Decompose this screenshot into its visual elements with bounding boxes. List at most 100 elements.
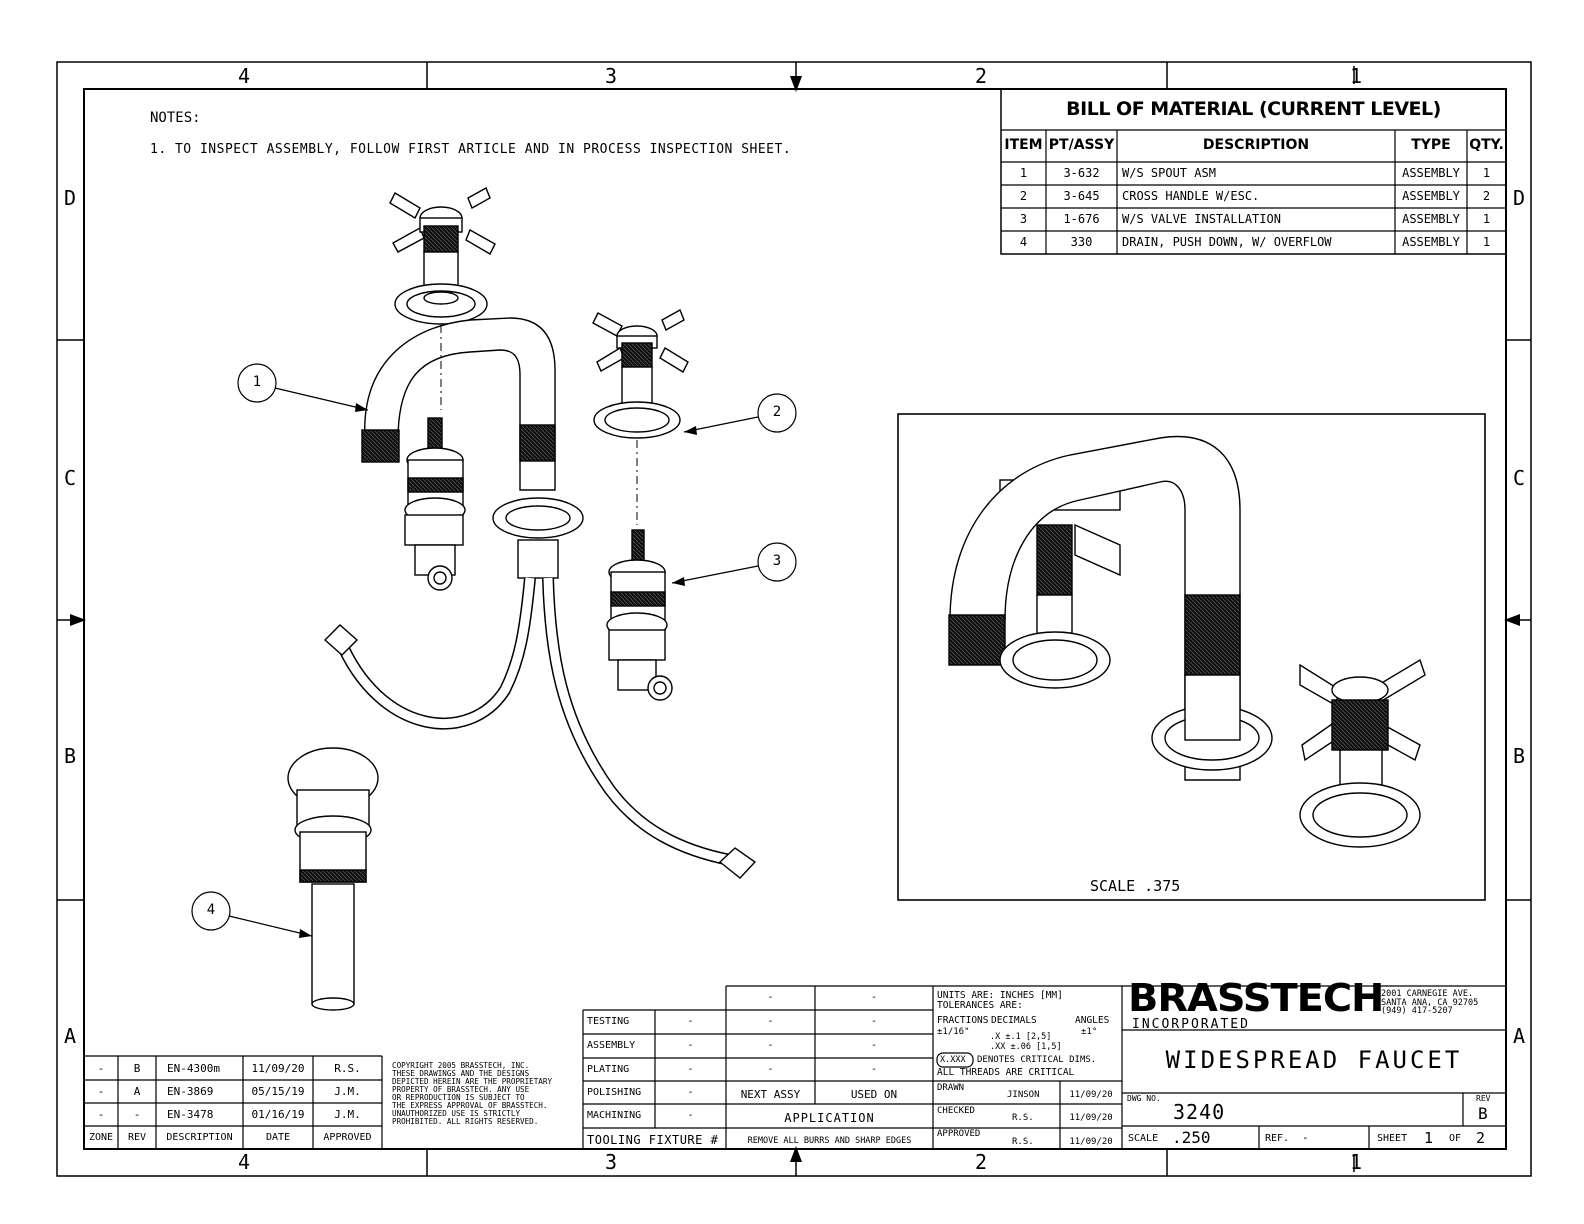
zone-col-label: 2: [975, 1150, 988, 1174]
process-value: -: [687, 1064, 694, 1075]
approved-name: R.S.: [1012, 1137, 1034, 1147]
application-cell: -: [767, 992, 774, 1003]
rev-cell-date: 11/09/20: [251, 1062, 305, 1075]
rev-cell-approved: R.S.: [334, 1062, 361, 1075]
tolerances-label: TOLERANCES ARE:: [937, 1000, 1023, 1011]
bom-cell-type: ASSEMBLY: [1402, 235, 1460, 249]
zone-col-label: 4: [238, 64, 251, 88]
zone-row-label: D: [64, 186, 77, 210]
rev-cell-rev: B: [133, 1062, 141, 1075]
ref-label: REF.: [1265, 1133, 1290, 1144]
process-value: -: [687, 1110, 694, 1121]
bom-cell-part: 1-676: [1063, 212, 1100, 226]
spout: [323, 317, 757, 879]
bom-cell-qty: 2: [1482, 189, 1491, 203]
company-address: 2001 CARNEGIE AVE. SANTA ANA, CA 92705 (…: [1381, 990, 1478, 1016]
copyright-line: THESE DRAWINGS AND THE DESIGNS: [392, 1069, 530, 1078]
bom-header-qty: QTY.: [1469, 137, 1504, 153]
application-cell: -: [767, 1064, 774, 1075]
rev-cell-description: EN-4300m: [167, 1062, 220, 1075]
copyright-line: THE EXPRESS APPROVAL OF BRASSTECH.: [392, 1101, 548, 1110]
balloon-1: 1: [252, 374, 262, 390]
copyright-line: OR REPRODUCTION IS SUBJECT TO: [392, 1093, 525, 1102]
bom-cell-qty: 1: [1482, 235, 1491, 249]
dwg-no-label: DWG NO.: [1127, 1094, 1161, 1103]
zone-row-label: C: [1513, 466, 1526, 490]
valve-right: [606, 529, 673, 701]
bom-cell-part: 330: [1070, 235, 1093, 249]
application-cell: -: [767, 1040, 774, 1051]
bom-cell-qty: 1: [1482, 166, 1491, 180]
tooling-fixture-label: TOOLING FIXTURE #: [587, 1133, 719, 1147]
application-cell: -: [870, 1016, 878, 1027]
checked-name: R.S.: [1012, 1113, 1034, 1123]
bom-header-description: DESCRIPTION: [1202, 137, 1310, 153]
cross-handle-right: [592, 309, 689, 439]
bom-cell-item: 1: [1019, 166, 1028, 180]
process-label: PLATING: [587, 1064, 630, 1075]
bom-header-type: TYPE: [1411, 137, 1451, 153]
company-logo: BRASSTECH: [1128, 976, 1384, 1020]
zone-col-label: 3: [605, 1150, 618, 1174]
rev-header-zone: ZONE: [88, 1132, 114, 1143]
decimals-label: DECIMALS: [991, 1015, 1037, 1026]
rev-header-rev: REV: [127, 1132, 147, 1143]
drawn-name: JINSON: [1007, 1090, 1040, 1100]
copyright-line: PROHIBITED. ALL RIGHTS RESERVED.: [392, 1117, 539, 1126]
angles-label: ANGLES: [1075, 1015, 1110, 1026]
process-value: -: [687, 1016, 694, 1027]
zone-col-label: 1: [1350, 64, 1363, 88]
process-label: MACHINING: [587, 1110, 642, 1121]
critical-dim-box: X.XXX: [940, 1055, 966, 1065]
application-label: APPLICATION: [784, 1111, 875, 1125]
rev-cell-date: 05/15/19: [251, 1085, 305, 1098]
zone-row-label: B: [1513, 744, 1526, 768]
address-line: 2001 CARNEGIE AVE.: [1381, 989, 1474, 999]
bom-cell-part: 3-632: [1063, 166, 1100, 180]
critical-dims-note: DENOTES CRITICAL DIMS.: [977, 1055, 1097, 1065]
drawn-date: 11/09/20: [1069, 1090, 1113, 1100]
bom-title: BILL OF MATERIAL (CURRENT LEVEL): [1066, 98, 1441, 120]
balloon-4: 4: [206, 902, 216, 918]
application-cell: -: [767, 1016, 774, 1027]
note-item: 1. TO INSPECT ASSEMBLY, FOLLOW FIRST ART…: [150, 142, 792, 157]
application-cell: -: [870, 992, 878, 1003]
rev-cell-date: 01/16/19: [251, 1108, 305, 1121]
application-cell: -: [870, 1064, 878, 1075]
zone-col-label: 2: [975, 64, 988, 88]
zone-row-label: A: [1513, 1024, 1526, 1048]
rev-header-description: DESCRIPTION: [166, 1132, 233, 1143]
bom-cell-part: 3-645: [1063, 189, 1100, 203]
of-value: 2: [1476, 1129, 1486, 1147]
rev-cell-zone: -: [97, 1085, 105, 1098]
used-on-label: USED ON: [850, 1088, 898, 1101]
copyright-line: PROPERTY OF BRASSTECH. ANY USE: [392, 1085, 530, 1094]
process-value: -: [687, 1040, 694, 1051]
zone-row-label: D: [1513, 186, 1526, 210]
rev-cell-rev: A: [133, 1085, 141, 1098]
ref-value: -: [1302, 1131, 1309, 1144]
checked-label: CHECKED: [937, 1106, 975, 1116]
rev-label: REV: [1476, 1094, 1491, 1103]
rev-value: B: [1478, 1104, 1488, 1123]
sheet-label: SHEET: [1377, 1133, 1408, 1144]
process-label: POLISHING: [587, 1087, 642, 1098]
inset-scale-label: SCALE .375: [1090, 877, 1181, 895]
units-note: UNITS ARE: INCHES [MM]: [937, 990, 1063, 1001]
notes-heading: NOTES:: [150, 110, 201, 126]
rev-header-date: DATE: [265, 1132, 291, 1143]
fractions-label: FRACTIONS: [937, 1015, 989, 1026]
valve-left: [404, 417, 466, 591]
bom-cell-item: 4: [1019, 235, 1028, 249]
approved-label: APPROVED: [937, 1129, 981, 1139]
zone-row-label: C: [64, 466, 77, 490]
copyright-line: COPYRIGHT 2005 BRASSTECH, INC.: [392, 1061, 530, 1070]
bom-cell-description: DRAIN, PUSH DOWN, W/ OVERFLOW: [1122, 235, 1332, 249]
bom-cell-description: W/S SPOUT ASM: [1122, 166, 1216, 180]
bom-cell-item: 3: [1019, 212, 1028, 226]
approved-date: 11/09/20: [1069, 1137, 1113, 1147]
bom-cell-description: W/S VALVE INSTALLATION: [1122, 212, 1281, 226]
zone-col-label: 1: [1350, 1150, 1363, 1174]
